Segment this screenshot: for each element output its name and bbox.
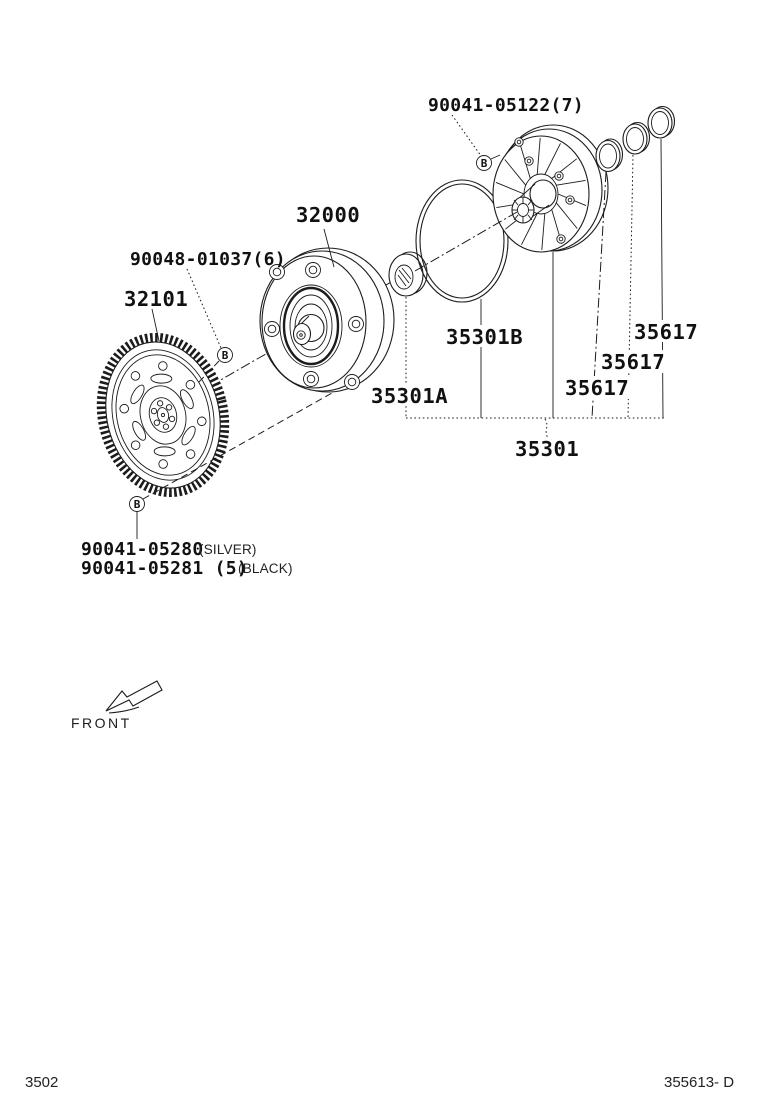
pump-spline-hub [511,179,557,224]
leader-lines [136,114,501,539]
callout-flywheel-bolt: 90048-01037(6) [130,249,286,270]
label-backplates [368,320,701,460]
callout-oring: 35301B [446,325,523,349]
svg-text:B: B [134,498,141,511]
callout-snap-ring-3: 35617 [634,320,698,344]
callout-torque-converter: 32000 [296,203,360,227]
footer-page-code: 3502 [25,1074,58,1091]
flywheel-drawing [95,331,231,499]
callout-oil-pump: 35301 [515,437,579,461]
callout-oil-seal: 35301A [371,384,448,408]
bolt-marker-b3: B [476,155,492,171]
front-arrow-shadow [108,706,140,714]
callout-snap-ring-1: 35617 [565,376,629,400]
snap-ring-1-drawing [595,138,624,173]
center-axis-line-front [414,211,518,272]
snap-ring-2-drawing [622,121,651,155]
callout-pump-bolt: 90041-05122(7) [428,95,584,116]
spline-teeth [512,197,534,223]
callout-converter-bolt-black-finish: (BLACK) [238,561,293,576]
svg-text:B: B [481,157,488,170]
converter-pilot-hub [292,313,325,346]
callout-converter-bolt-black: 90041-05281 (5) [81,558,248,579]
snap-ring-3-drawing [647,105,676,139]
oil-pump-drawing [492,124,609,253]
callout-bracket [405,138,664,438]
front-label: FRONT [71,715,132,731]
flywheel-slots [130,373,196,457]
flywheel-hub [139,385,187,445]
pump-face-bolts [514,137,575,244]
o-ring-drawing [415,179,509,303]
oil-seal-drawing [388,251,428,297]
callout-snap-ring-2: 35617 [601,350,665,374]
front-arrow-icon [105,680,163,712]
callout-flywheel: 32101 [124,287,188,311]
svg-text:B: B [222,349,229,362]
bolt-marker-b1: B [217,347,233,363]
callout-converter-bolt-silver: 90041-05280 [81,539,204,560]
bolt-marker-b2: B [129,496,145,512]
flywheel-bolt-holes [119,361,207,469]
footer-figure-code: 355613- D [664,1074,734,1091]
callout-converter-bolt-silver-finish: (SILVER) [199,542,257,557]
torque-converter-drawing [259,247,395,393]
front-direction-indicator: FRONT [71,680,163,731]
converter-bolt-bosses [264,262,364,390]
